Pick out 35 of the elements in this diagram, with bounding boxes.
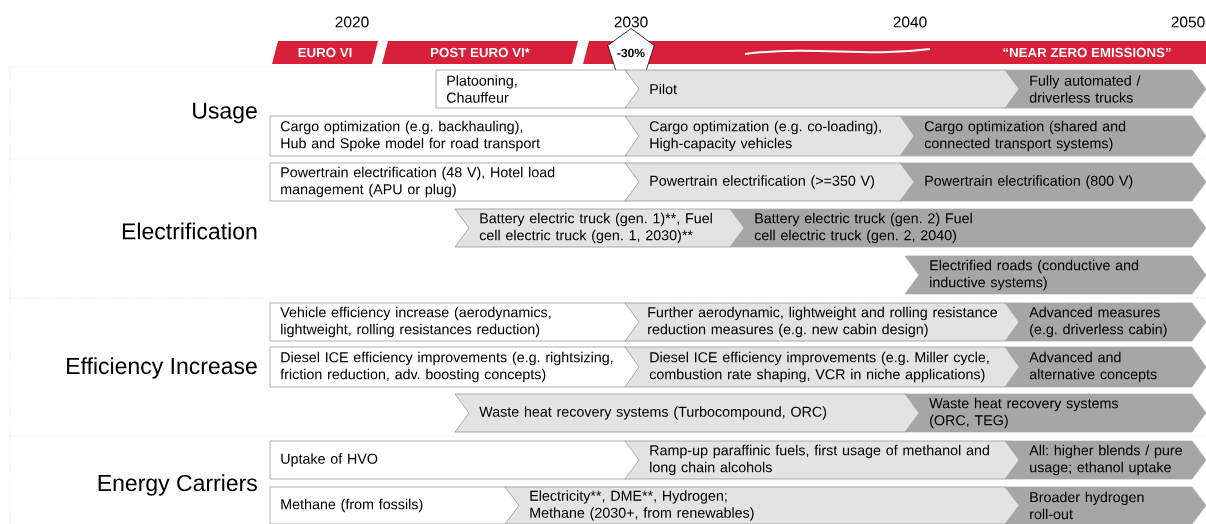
- year-label: 2020: [335, 16, 369, 28]
- category-label: Energy Carriers: [98, 474, 257, 496]
- chevron-box: Cargo optimization (e.g. backhauling), Hub and Spoke model for road transport: [269, 115, 641, 157]
- chevron-box: Methane (from fossils): [269, 486, 521, 524]
- chevron-box: Battery electric truck (gen. 2) Fuel cell electric truck (gen. 2, 2040): [729, 208, 1206, 248]
- chevron-box: Waste heat recovery systems (Turbocompound, ORC): [454, 393, 921, 433]
- category-label: Usage: [193, 102, 257, 124]
- chevron-box: Electricity**, DME**, Hydrogen; Methane (2030+, from renewables): [504, 486, 1021, 524]
- chevron-box: Cargo optimization (shared and connected transport systems): [899, 115, 1206, 157]
- category-label: Electrification: [122, 222, 257, 240]
- chevron-box: Powertrain electrification (800 V): [899, 162, 1206, 202]
- chevron-box: Diesel ICE efficiency improvements (e.g. rightsizing, friction reduction, adv. boosting concepts): [269, 346, 641, 388]
- year-label: 2030: [614, 16, 648, 28]
- chevron-box: Diesel ICE efficiency improvements (e.g. Miller cycle, combustion rate shaping, VCR in niche applications): [624, 346, 1021, 388]
- timeline-bar: EURO VI: [272, 41, 378, 64]
- year-label: 2050: [1171, 16, 1205, 28]
- chevron-box: Pilot: [624, 69, 1021, 109]
- year-label: 2040: [893, 16, 927, 28]
- chevron-box: Ramp-up paraffinic fuels, first usage of methanol and long chain alcohols: [624, 440, 1021, 480]
- chevron-box: Further aerodynamic, lightweight and rolling resistance reduction measures (e.g. new cabin design): [624, 302, 1021, 342]
- chevron-box: Advanced and alternative concepts: [1004, 346, 1206, 388]
- chevron-box: Powertrain electrification (>=350 V): [624, 162, 916, 202]
- chevron-box: Cargo optimization (e.g. co-loading), High-capacity vehicles: [624, 115, 916, 157]
- timeline-bar: POST EURO VI*: [382, 41, 578, 64]
- chevron-box: Waste heat recovery systems (ORC, TEG): [904, 393, 1206, 433]
- chevron-box: Fully automated / driverless trucks: [1004, 69, 1206, 109]
- chevron-box: Electrified roads (conductive and inductive systems): [904, 255, 1206, 295]
- chevron-box: All: higher blends / pure usage; ethanol uptake: [1004, 440, 1206, 480]
- category-label: Efficiency Increase: [67, 357, 257, 379]
- chevron-box: Vehicle efficiency increase (aerodynamics, lightweight, rolling resistances reduction): [269, 302, 641, 342]
- chevron-box: Advanced measures (e.g. driverless cabin): [1004, 302, 1206, 342]
- chevron-box: Broader hydrogen roll-out: [1004, 486, 1206, 524]
- chevron-box: Battery electric truck (gen. 1)**, Fuel cell electric truck (gen. 1, 2030)**: [454, 208, 746, 248]
- chevron-box: Uptake of HVO: [269, 440, 641, 480]
- chevron-box: Powertrain electrification (48 V), Hotel load management (APU or plug): [269, 162, 641, 202]
